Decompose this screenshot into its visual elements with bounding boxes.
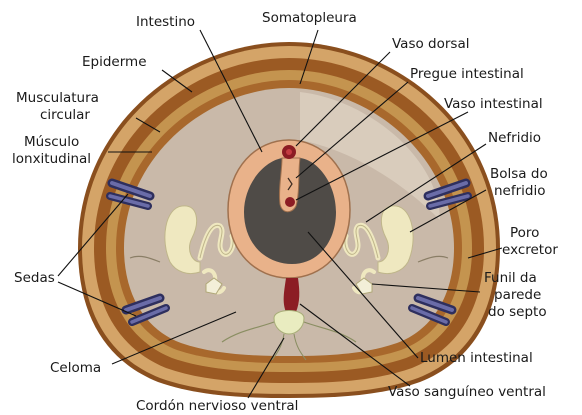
label-musculo-line2: lonxitudinal [12,151,91,167]
label-pregue-intestinal: Pregue intestinal [410,66,524,82]
label-epiderme: Epiderme [82,54,147,70]
label-somatopleura: Somatopleura [262,10,357,26]
label-poro-line2: excretor [502,242,558,258]
label-vaso-intestinal: Vaso intestinal [444,96,543,112]
ventral-blood-vessel [284,278,300,312]
label-lumen-intestinal: Lumen intestinal [420,350,533,366]
dorsal-vessel-highlight [286,149,292,155]
label-bolsa-line2: nefridio [494,183,546,199]
label-bolsa-line1: Bolsa do [490,166,548,182]
label-funil-line1: Funil da [484,270,537,286]
intestinal-vessel [285,197,295,207]
intestine [228,140,350,278]
label-poro-line1: Poro [510,225,539,241]
label-vaso-dorsal: Vaso dorsal [392,36,469,52]
label-musculatura-line1: Musculatura [16,90,99,106]
label-vaso-sanguineo-ventral: Vaso sanguíneo ventral [388,384,546,400]
label-cordon-nervioso-ventral: Cordón nervioso ventral [136,398,298,414]
label-sedas: Sedas [14,270,55,286]
label-intestino: Intestino [136,14,195,30]
label-funil-line2: parede [494,287,541,303]
label-nefridio: Nefridio [488,130,541,146]
label-funil-line3: do septo [488,304,547,320]
label-celoma: Celoma [50,360,101,376]
label-musculatura-line2: circular [40,107,90,123]
label-musculo-line1: Músculo [24,134,79,150]
